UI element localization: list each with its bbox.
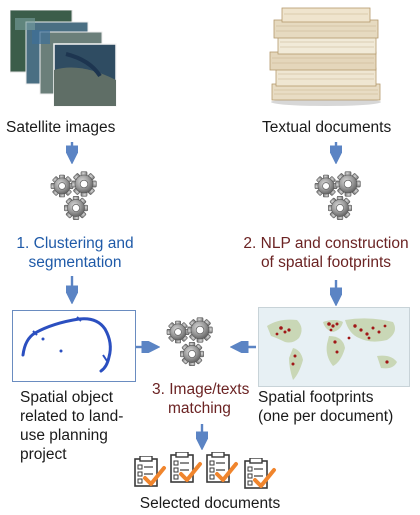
- footprints-line-2: (one per document): [258, 408, 394, 425]
- checklist-icon: [244, 458, 276, 490]
- step-2-line-2: of spatial footprints: [260, 254, 392, 271]
- checklist-icon: [170, 452, 202, 484]
- selected-documents-label: Selected documents: [139, 495, 281, 512]
- step-1-line-2: segmentation: [28, 254, 122, 271]
- step-3-line-2: matching: [168, 400, 231, 417]
- selected-documents-icons: [134, 452, 284, 492]
- arrow-down-1: [66, 142, 78, 164]
- spatial-object-image: [12, 310, 136, 382]
- step-3-line-1: 3. Image/texts: [152, 381, 250, 398]
- spatial-footprints-label: Spatial footprints (one per document): [258, 388, 418, 426]
- spatial-object-line-1: Spatial object: [20, 389, 114, 406]
- checklist-icon: [206, 452, 238, 484]
- step-3-label: 3. Image/texts matching: [152, 380, 262, 418]
- gear-icon: [48, 170, 104, 226]
- spatial-object-line-4: project: [20, 446, 67, 463]
- spatial-object-line-2: related to land-: [20, 408, 124, 425]
- satellite-images-label: Satellite images: [6, 119, 116, 136]
- arrow-down-5: [196, 424, 208, 450]
- step-1-label: 1. Clustering and segmentation: [0, 234, 150, 272]
- textual-documents-label: Textual documents: [262, 119, 392, 136]
- spatial-object-line-3: use planning: [20, 427, 108, 444]
- footprints-line-1: Spatial footprints: [258, 389, 374, 406]
- arrow-right: [136, 341, 160, 353]
- paper-stack-icon: [266, 6, 386, 106]
- checklist-icon: [134, 456, 166, 488]
- spatial-object-label: Spatial object related to land- use plan…: [20, 388, 150, 464]
- arrow-down-4: [330, 280, 342, 306]
- step-2-line-1: 2. NLP and construction: [243, 235, 409, 252]
- arrow-down-2: [330, 142, 342, 164]
- step-1-line-1: 1. Clustering and: [16, 235, 134, 252]
- arrow-down-3: [66, 276, 78, 304]
- step-2-label: 2. NLP and construction of spatial footp…: [232, 234, 420, 272]
- arrow-left: [230, 341, 256, 353]
- map-icon: [258, 307, 410, 387]
- gear-icon: [164, 316, 220, 372]
- satellite-images-icon: [10, 10, 122, 108]
- gear-icon: [312, 170, 368, 226]
